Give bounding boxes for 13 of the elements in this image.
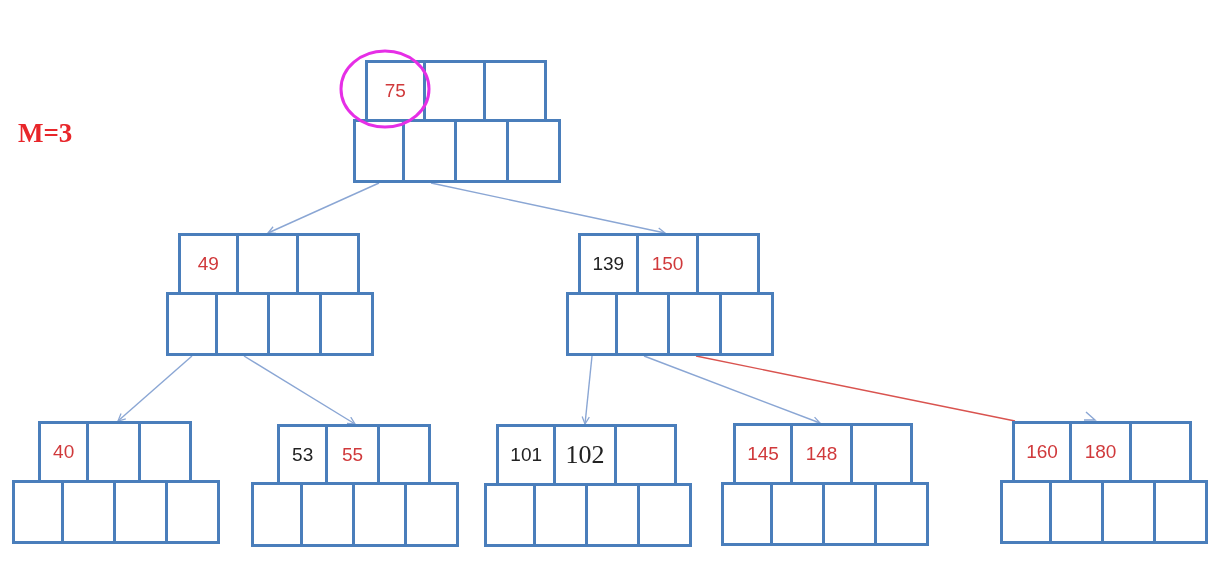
key-cell: 49 (178, 233, 239, 295)
arrow (117, 355, 193, 422)
key-cell: 139 (578, 233, 639, 295)
arrow (430, 182, 666, 236)
parameter-label: M=3 (18, 118, 73, 149)
key-cell: 75 (365, 60, 426, 122)
arrow (243, 355, 356, 425)
connector-line (695, 355, 1016, 422)
key-cell: 160 (1012, 421, 1072, 483)
arrow (581, 355, 593, 425)
arrow (643, 355, 821, 425)
key-cell: 145 (733, 423, 793, 485)
arrow (267, 182, 380, 234)
